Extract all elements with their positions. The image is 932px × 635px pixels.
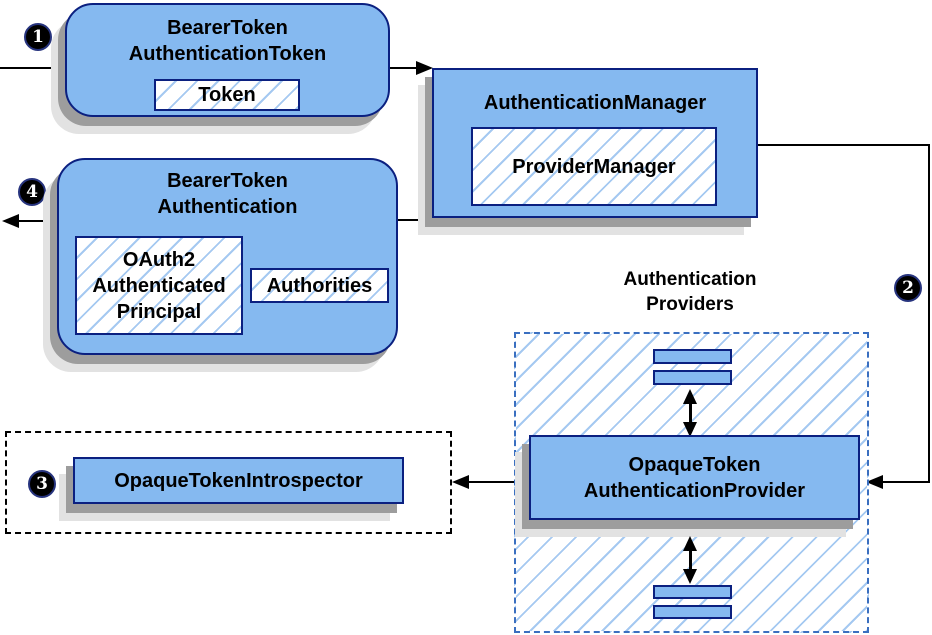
double-arrow-top-down-head bbox=[683, 422, 697, 437]
step1-badge: 1 bbox=[24, 23, 52, 51]
provider-manager-label: ProviderManager bbox=[512, 155, 676, 178]
step3-badge: 3 bbox=[28, 470, 56, 498]
provider-manager-inner-box: ProviderManager bbox=[471, 127, 717, 206]
token-label: Token bbox=[198, 84, 256, 106]
authentication-providers-container: OpaqueToken AuthenticationProvider bbox=[514, 332, 869, 633]
arrowhead-into-introspector bbox=[452, 475, 469, 489]
authentication-providers-label: Authentication Providers bbox=[623, 269, 757, 315]
provider-stub-bar-top-1 bbox=[653, 349, 732, 364]
bearer-token-authentication-token-title: BearerToken AuthenticationToken bbox=[128, 17, 327, 65]
node-bearer-token-authentication-token: BearerToken AuthenticationToken Token bbox=[65, 3, 390, 117]
step2-badge: 2 bbox=[894, 274, 922, 302]
authorities-label: Authorities bbox=[266, 274, 373, 297]
opaque-token-authentication-provider-title: OpaqueToken AuthenticationProvider bbox=[583, 453, 806, 502]
flow-line-step3 bbox=[468, 481, 514, 483]
flow-line-step4 bbox=[19, 220, 59, 222]
authentication-manager-title: AuthenticationManager bbox=[483, 92, 707, 114]
flow-line-step2-vertical bbox=[928, 144, 930, 483]
flow-line-step2-into-provider bbox=[882, 481, 930, 483]
provider-stub-bar-bottom-2 bbox=[653, 605, 732, 619]
step1-number: 1 bbox=[32, 27, 44, 47]
node-authentication-manager: AuthenticationManager ProviderManager bbox=[432, 68, 758, 218]
arrowhead-into-provider bbox=[866, 475, 883, 489]
step4-badge: 4 bbox=[18, 178, 46, 206]
step2-number: 2 bbox=[902, 278, 914, 298]
arrowhead-into-authentication-manager bbox=[416, 61, 433, 75]
double-arrow-bottom-down-head bbox=[683, 569, 697, 584]
provider-stub-bar-top-2 bbox=[653, 370, 732, 385]
token-inner-box: Token bbox=[154, 79, 300, 111]
double-arrow-bottom-shaft bbox=[689, 548, 692, 572]
provider-stub-bar-bottom-1 bbox=[653, 585, 732, 599]
node-opaque-token-authentication-provider: OpaqueToken AuthenticationProvider bbox=[529, 435, 860, 520]
double-arrow-bottom-up-head bbox=[683, 536, 697, 551]
double-arrow-top-up-head bbox=[683, 389, 697, 404]
authorities-box: Authorities bbox=[250, 268, 389, 303]
oauth2-authenticated-principal-label: OAuth2 Authenticated Principal bbox=[92, 248, 226, 323]
double-arrow-top-shaft bbox=[689, 401, 692, 425]
bearer-token-authentication-title: BearerToken Authentication bbox=[157, 170, 298, 218]
oauth2-authenticated-principal-box: OAuth2 Authenticated Principal bbox=[75, 236, 243, 335]
flow-line-step1 bbox=[0, 67, 67, 69]
introspector-container: 3 OpaqueTokenIntrospector bbox=[5, 431, 452, 534]
node-bearer-token-authentication: BearerToken Authentication OAuth2 Authen… bbox=[57, 158, 398, 355]
flow-line-token-to-manager bbox=[390, 67, 418, 69]
step4-number: 4 bbox=[26, 182, 38, 202]
step3-number: 3 bbox=[36, 474, 48, 494]
arrowhead-step4-out bbox=[2, 214, 19, 228]
flow-line-manager-to-authentication bbox=[398, 219, 433, 221]
flow-line-step2-horizontal bbox=[758, 144, 930, 146]
node-opaque-token-introspector: OpaqueTokenIntrospector bbox=[73, 457, 404, 504]
opaque-token-introspector-title: OpaqueTokenIntrospector bbox=[114, 469, 363, 492]
